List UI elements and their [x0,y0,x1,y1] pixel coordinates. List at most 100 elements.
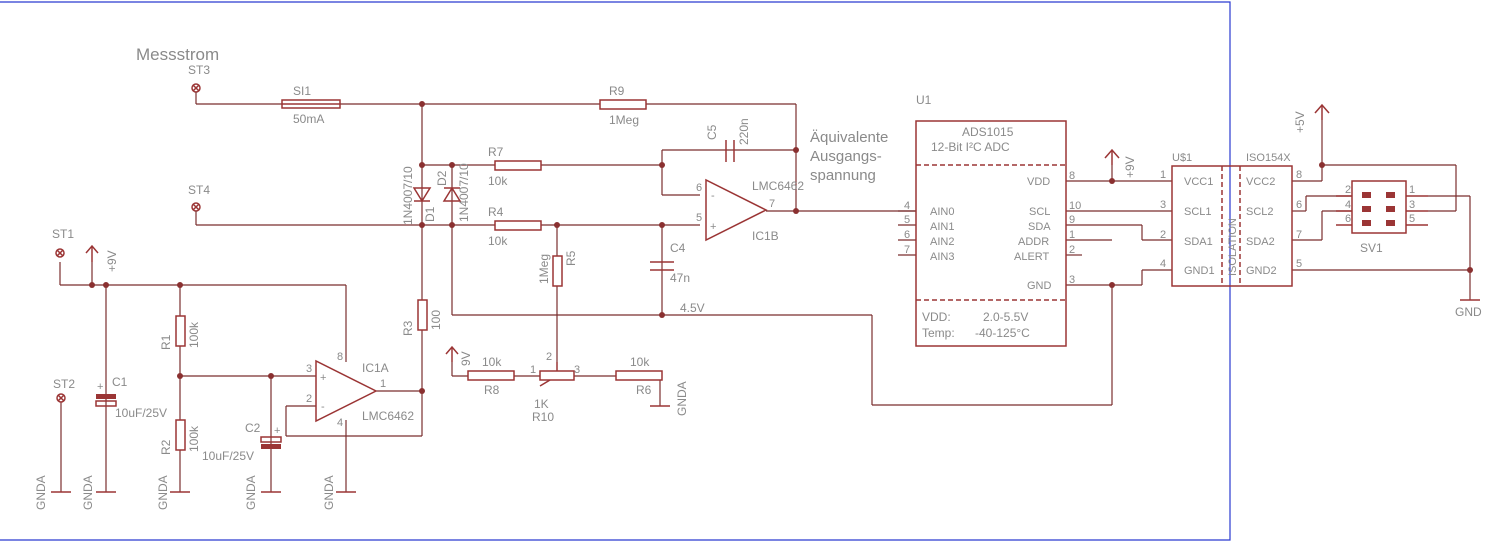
svg-text:C4: C4 [670,241,686,255]
resistor-r6: 10k R6 [615,355,663,397]
svg-text:5: 5 [696,212,702,224]
svg-text:SCL2: SCL2 [1246,206,1274,218]
svg-text:-40-125°C: -40-125°C [975,326,1030,340]
wires [59,103,1471,492]
svg-text:VCC1: VCC1 [1184,176,1213,188]
svg-text:+9V: +9V [1123,156,1137,178]
svg-text:2: 2 [1069,244,1075,256]
svg-text:IC1B: IC1B [752,229,779,243]
svg-text:GND: GND [1455,305,1482,319]
svg-text:R8: R8 [484,383,500,397]
svg-text:SDA: SDA [1028,221,1051,233]
svg-text:100k: 100k [187,425,201,452]
svg-text:VDD:: VDD: [922,310,951,324]
resistor-r2: R2 100k [159,419,201,455]
svg-text:+5V: +5V [1293,111,1307,133]
diode-d2: D2 1N4007/10 [435,163,471,222]
svg-text:8: 8 [1296,169,1302,181]
svg-text:6: 6 [904,229,910,241]
svg-text:GNDA: GNDA [81,475,95,510]
st4-label: ST4 [188,183,210,197]
svg-text:4: 4 [337,417,343,429]
ic-us1-iso154x: U$1 ISO154X ISOLATION VCC1 SCL1 SDA1 GND… [1160,152,1302,287]
svg-text:1Meg: 1Meg [537,254,551,284]
svg-text:R10: R10 [532,410,554,424]
svg-text:+9V: +9V [105,250,119,272]
svg-text:AIN3: AIN3 [930,251,954,263]
svg-text:C5: C5 [705,124,719,140]
svg-text:6: 6 [1296,199,1302,211]
opamp-ic1b: - + 6 5 7 LMC6462 IC1B [696,178,804,243]
svg-text:+: + [320,372,326,384]
gnda-c1: GNDA [81,475,116,510]
resistor-r4: R4 10k [488,205,542,248]
svg-text:4: 4 [1160,258,1166,270]
supply-5v: +5V [1293,103,1330,133]
svg-text:AIN0: AIN0 [930,206,954,218]
potentiometer-r10: 1 2 3 1K R10 [530,351,580,424]
gnd-right: GND [1455,299,1482,319]
svg-text:C2: C2 [245,421,261,435]
svg-text:1: 1 [1069,229,1075,241]
junctions [89,101,1473,394]
svg-text:-: - [321,401,325,413]
svg-text:Äquivalente: Äquivalente [810,129,888,146]
svg-text:6: 6 [1345,213,1351,225]
svg-text:Ausgangs-: Ausgangs- [810,148,882,165]
svg-text:5: 5 [904,214,910,226]
svg-text:3: 3 [1069,274,1075,286]
resistor-r3: R3 100 [401,299,443,336]
messstrom-title: Messstrom [136,45,219,64]
svg-text:SDA1: SDA1 [1184,236,1213,248]
svg-text:R6: R6 [636,383,652,397]
st3-label: ST3 [188,63,210,77]
svg-text:SCL: SCL [1029,206,1050,218]
svg-text:R7: R7 [488,145,504,159]
supply-9v-u1: +9V [1104,148,1137,178]
resistor-r5: 1Meg R5 [537,250,578,287]
svg-text:3: 3 [1409,199,1415,211]
resistor-r9: R9 1Meg [599,84,647,127]
svg-text:1: 1 [380,378,386,390]
svg-text:2.0-5.5V: 2.0-5.5V [983,310,1028,324]
svg-text:+: + [97,381,103,393]
resistor-r7: R7 10k [488,145,542,188]
svg-text:R1: R1 [159,334,173,350]
svg-text:U1: U1 [916,93,932,107]
svg-text:2: 2 [546,351,552,363]
svg-text:10k: 10k [488,174,508,188]
gnda-r6: GNDA [650,381,689,416]
svg-text:R5: R5 [564,250,578,266]
svg-text:ISOLATION: ISOLATION [1227,218,1239,276]
svg-text:GND: GND [1027,280,1052,292]
diode-d1: 1N4007/10 D1 [401,166,437,225]
svg-text:+: + [274,425,280,437]
svg-text:1: 1 [1409,184,1415,196]
svg-text:4: 4 [904,200,910,212]
supply-9v-left: +9V [85,244,119,272]
svg-text:3: 3 [306,363,312,375]
svg-text:IC1A: IC1A [362,361,389,375]
capacitor-c5: C5 220n [705,118,751,162]
svg-text:9: 9 [1069,214,1075,226]
svg-text:8: 8 [1069,170,1075,182]
svg-text:2: 2 [1160,229,1166,241]
svg-text:Temp:: Temp: [922,326,955,340]
svg-text:50mA: 50mA [293,112,324,126]
svg-text:AIN2: AIN2 [930,236,954,248]
svg-text:LMC6462: LMC6462 [752,179,804,193]
svg-text:10k: 10k [488,234,508,248]
connector-st2: ST2 [53,377,75,403]
svg-text:GNDA: GNDA [322,475,336,510]
sheet-frame [0,1,1231,541]
capacitor-c2: + C2 10uF/25V [202,421,282,463]
resistor-r8: 10k R8 [467,355,515,397]
svg-text:1: 1 [1160,169,1166,181]
gnda-r2: GNDA [156,475,190,510]
header-sv1: 2 4 6 1 3 5 SV1 [1336,180,1428,255]
svg-text:-: - [711,190,715,202]
gnda-c2: GNDA [244,475,281,510]
svg-text:7: 7 [904,244,910,256]
capacitor-c4: C4 47n [650,241,690,285]
